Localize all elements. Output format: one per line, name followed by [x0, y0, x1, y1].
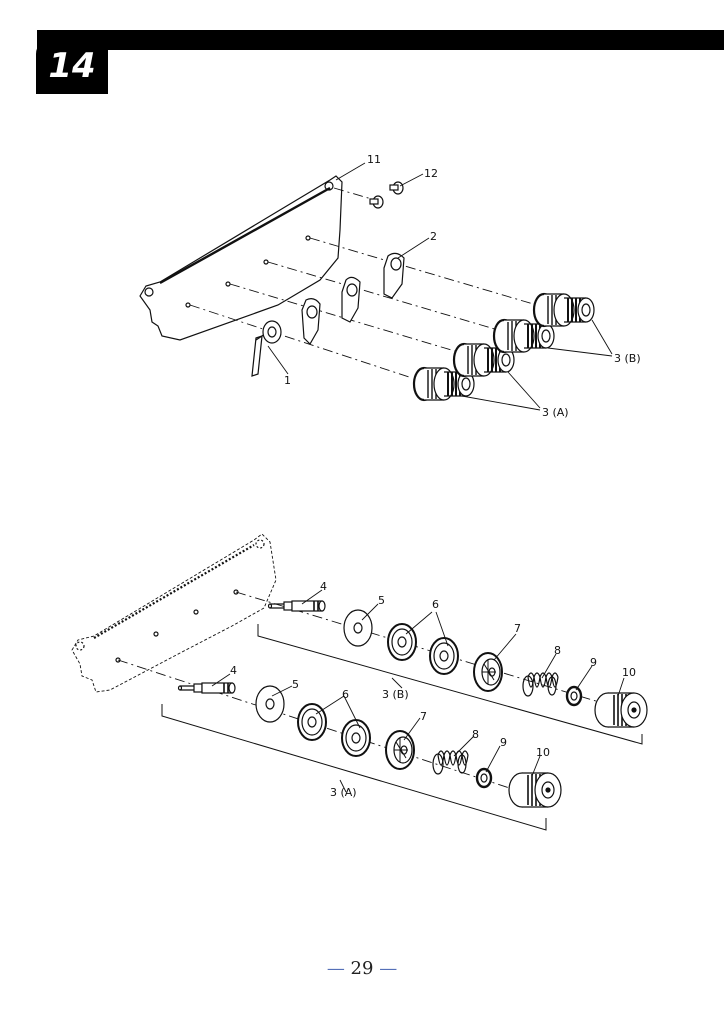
row-a-spring — [432, 750, 469, 775]
tension-plate-2 — [341, 276, 361, 323]
label-row-b-nut: 9 — [590, 656, 597, 669]
label-screw: 12 — [424, 167, 438, 180]
row-a-felt-2 — [341, 719, 371, 757]
label-row-b-retainer: 7 — [514, 622, 521, 635]
page-number-dash-left: — — [326, 958, 345, 979]
label-row-a-felt: 6 — [342, 688, 349, 701]
label-row-a-shaft: 4 — [230, 664, 237, 677]
row-b-shaft — [267, 600, 326, 612]
row-a-bracket — [161, 704, 547, 831]
header-bar — [37, 30, 724, 50]
label-row-b-felt: 6 — [432, 598, 439, 611]
upper-assembly: 11 12 2 1 3 (B) 3 (A) — [139, 153, 641, 419]
label-plate-upper: 2 — [430, 230, 437, 243]
label-row-a-nut: 9 — [500, 736, 507, 749]
label-tension-b-upper: 3 (B) — [614, 352, 641, 365]
row-a-felt-1 — [297, 703, 327, 741]
lower-assembly: 4 5 6 7 8 9 10 3 (B) 4 5 6 7 8 9 10 3 (A… — [71, 533, 648, 831]
row-a-knob — [508, 772, 562, 808]
upper-mounting-plate — [139, 175, 343, 341]
screw-pair — [369, 181, 404, 209]
label-lever-spring: 1 — [284, 374, 291, 387]
label-row-b-spring: 8 — [554, 644, 561, 657]
tension-plate-3 — [383, 252, 405, 299]
page-number: — 29 — — [0, 958, 724, 979]
row-b-felt-2 — [429, 637, 459, 675]
label-row-a-spring: 8 — [472, 728, 479, 741]
label-row-a-knob: 10 — [536, 746, 550, 759]
row-a-disc — [255, 685, 285, 723]
lever-spring — [251, 335, 263, 377]
label-row-b-group: 3 (B) — [382, 688, 409, 701]
label-row-b-disc: 5 — [378, 594, 385, 607]
tension-body-b2 — [532, 292, 596, 328]
tension-plate-1 — [301, 298, 321, 345]
row-a-nut — [475, 767, 493, 789]
label-tension-a-upper: 3 (A) — [542, 406, 569, 419]
row-a-shaft — [177, 682, 236, 694]
label-bracket-pin: 11 — [367, 153, 381, 166]
label-row-a-disc: 5 — [292, 678, 299, 691]
section-tab: 14 — [36, 38, 108, 94]
label-row-b-knob: 10 — [622, 666, 636, 679]
section-number: 14 — [48, 46, 96, 86]
row-b-nut — [565, 685, 583, 707]
row-b-retainer — [473, 652, 503, 692]
label-row-a-retainer: 7 — [420, 710, 427, 723]
label-row-a-group: 3 (A) — [330, 786, 357, 799]
row-b-spring — [522, 672, 559, 697]
label-row-b-shaft: 4 — [320, 580, 327, 593]
row-b-disc — [343, 609, 373, 647]
row-b-bracket — [257, 624, 643, 745]
row-b-knob — [594, 692, 648, 728]
lower-mounting-plate — [71, 533, 277, 693]
row-a-retainer — [385, 730, 415, 770]
page-number-value: 29 — [350, 958, 374, 979]
page-number-dash-right: — — [379, 958, 398, 979]
